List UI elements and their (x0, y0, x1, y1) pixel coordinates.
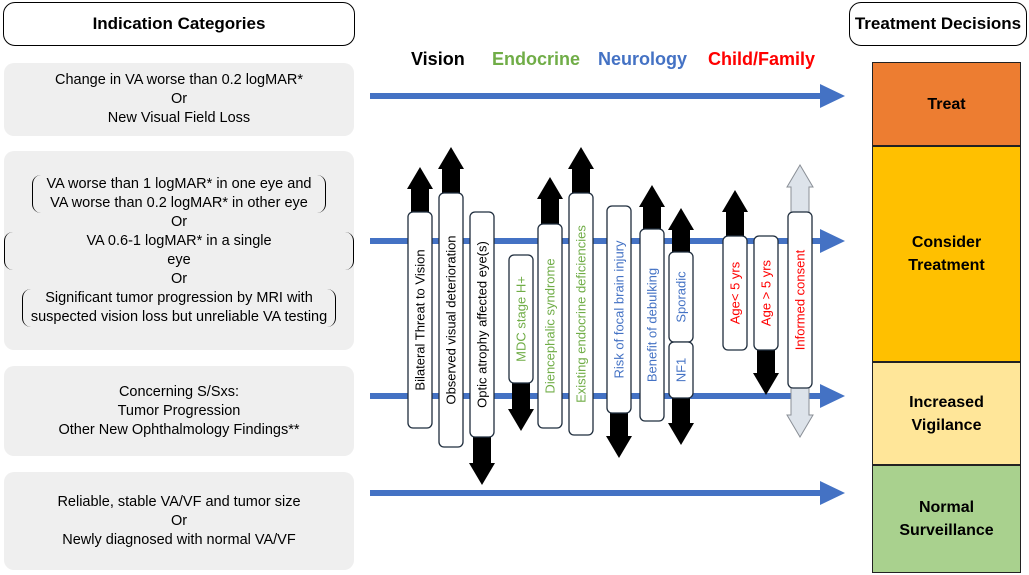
category-2-bracket-3: Significant tumor progression by MRI wit… (21, 289, 337, 327)
category-2-b3-line1: Significant tumor progression by MRI wit… (45, 290, 313, 306)
factor-label-8: Benefit of debulking (645, 268, 660, 382)
factor-label-2: Observed visual deterioration (444, 235, 459, 404)
flow-arrow-head-4 (820, 481, 845, 505)
category-2-bracket-2: VA 0.6-1 logMAR* in a single eye (4, 232, 354, 270)
flow-arrow-head-1 (820, 84, 845, 108)
factor-box-frame-8 (639, 228, 665, 422)
factor-box-frame-2 (438, 192, 464, 448)
category-box-2: VA worse than 1 logMAR* in one eye and V… (4, 151, 354, 350)
factor-box-1: Bilateral Threat to Vision (407, 211, 433, 429)
treatment-decisions-header: Treatment Decisions (849, 2, 1027, 46)
factor-label-11: Age< 5 yrs (728, 261, 743, 324)
decision-consider-treatment: Consider Treatment (872, 146, 1021, 362)
factor-box-2: Observed visual deterioration (438, 192, 464, 448)
factor-box-3: Optic atrophy affected eye(s) (469, 211, 495, 438)
treatment-decisions-title: Treatment Decisions (854, 14, 1022, 33)
factor-box-frame-12 (753, 235, 779, 351)
legend-endocrine: Endocrine (492, 49, 581, 69)
flow-arrow-shaft-2 (370, 238, 822, 244)
category-4-line2: Newly diagnosed with normal VA/VF (62, 531, 296, 548)
decision-treat: Treat (872, 62, 1021, 146)
factor-box-frame-6 (568, 192, 594, 436)
indication-categories-header: Indication Categories (3, 2, 355, 46)
factor-box-frame-1 (407, 211, 433, 429)
flow-arrow-shaft-1 (370, 93, 822, 99)
factor-label-10: NF1 (674, 358, 689, 383)
decision-increased-vigilance-label: Increased Vigilance (909, 393, 984, 434)
category-box-1: Change in VA worse than 0.2 logMAR* Or N… (4, 63, 354, 136)
factor-box-12: Age > 5 yrs (753, 235, 779, 351)
decision-increased-vigilance: Increased Vigilance (872, 362, 1021, 465)
factor-box-13: Informed consent (787, 211, 813, 389)
category-3-line2: Tumor Progression (117, 402, 241, 419)
legend-child-family: Child/Family (708, 49, 816, 69)
flow-arrow-head-3 (820, 384, 845, 408)
decision-normal-surveillance-label: Normal Surveillance (899, 499, 994, 539)
category-box-3: Concerning S/Sxs: Tumor Progression Othe… (4, 366, 354, 456)
category-2-or2: Or (170, 271, 188, 287)
indication-categories-title: Indication Categories (92, 14, 266, 33)
factor-label-7: Risk of focal brain injury (612, 240, 627, 378)
category-3-line3: Other New Ophthalmology Findings** (58, 421, 300, 438)
factor-box-frame-10 (668, 341, 694, 399)
category-2-bracket-1: VA worse than 1 logMAR* in one eye and V… (31, 175, 327, 213)
category-2-b1-line1: VA worse than 1 logMAR* in one eye and (46, 176, 312, 192)
flow-arrow-head-2 (820, 229, 845, 253)
factor-box-7: Risk of focal brain injury (606, 205, 632, 414)
category-4-or: Or (170, 512, 188, 529)
factor-box-frame-7 (606, 205, 632, 414)
category-2-or1: Or (170, 214, 188, 230)
factor-box-9: Sporadic (668, 251, 694, 343)
factor-label-3: Optic atrophy affected eye(s) (475, 241, 490, 408)
factor-label-4: MDC stage H+ (514, 276, 529, 362)
legend-vision: Vision (411, 49, 465, 69)
factor-label-6: Existing endocrine deficiencies (574, 225, 589, 403)
factor-label-12: Age > 5 yrs (759, 259, 774, 326)
factor-box-frame-13 (787, 211, 813, 389)
category-1-line1: Change in VA worse than 0.2 logMAR* (55, 72, 303, 88)
category-2-b1-line2: VA worse than 0.2 logMAR* in other eye (50, 195, 308, 211)
category-2-b3-line2: suspected vision loss but unreliable VA … (30, 309, 328, 325)
decision-normal-surveillance: Normal Surveillance (872, 465, 1021, 573)
decision-consider-treatment-label: Consider Treatment (908, 234, 985, 274)
category-4-line1: Reliable, stable VA/VF and tumor size (57, 493, 301, 510)
factor-box-frame-4 (508, 254, 534, 384)
factor-label-9: Sporadic (674, 271, 689, 323)
flow-arrow-shaft-4 (370, 490, 822, 496)
flow-arrow-shaft-3 (370, 393, 822, 399)
category-1-line2: New Visual Field Loss (107, 110, 251, 126)
category-1-or: Or (170, 91, 188, 107)
factor-label-1: Bilateral Threat to Vision (413, 249, 428, 390)
factor-box-frame-3 (469, 211, 495, 438)
factor-box-4: MDC stage H+ (508, 254, 534, 384)
category-2-b2-line1: VA 0.6-1 logMAR* in a single eye (86, 233, 272, 268)
factor-label-5: Diencephalic syndrome (543, 258, 558, 393)
factor-box-8: Benefit of debulking (639, 228, 665, 422)
factor-boxes: Bilateral Threat to Vision Observed visua… (407, 192, 813, 448)
factor-box-6: Existing endocrine deficiencies (568, 192, 594, 436)
factor-label-13: Informed consent (793, 249, 808, 350)
factor-box-10: NF1 (668, 341, 694, 399)
factor-box-11: Age< 5 yrs (722, 235, 748, 351)
factor-box-5: Diencephalic syndrome (537, 223, 563, 429)
flow-arrows (370, 84, 845, 505)
factor-box-frame-11 (722, 235, 748, 351)
decision-treat-label: Treat (927, 95, 966, 113)
category-3-line1: Concerning S/Sxs: (118, 383, 240, 400)
factor-box-frame-5 (537, 223, 563, 429)
category-box-4: Reliable, stable VA/VF and tumor size Or… (4, 472, 354, 570)
legend-neurology: Neurology (598, 49, 688, 69)
